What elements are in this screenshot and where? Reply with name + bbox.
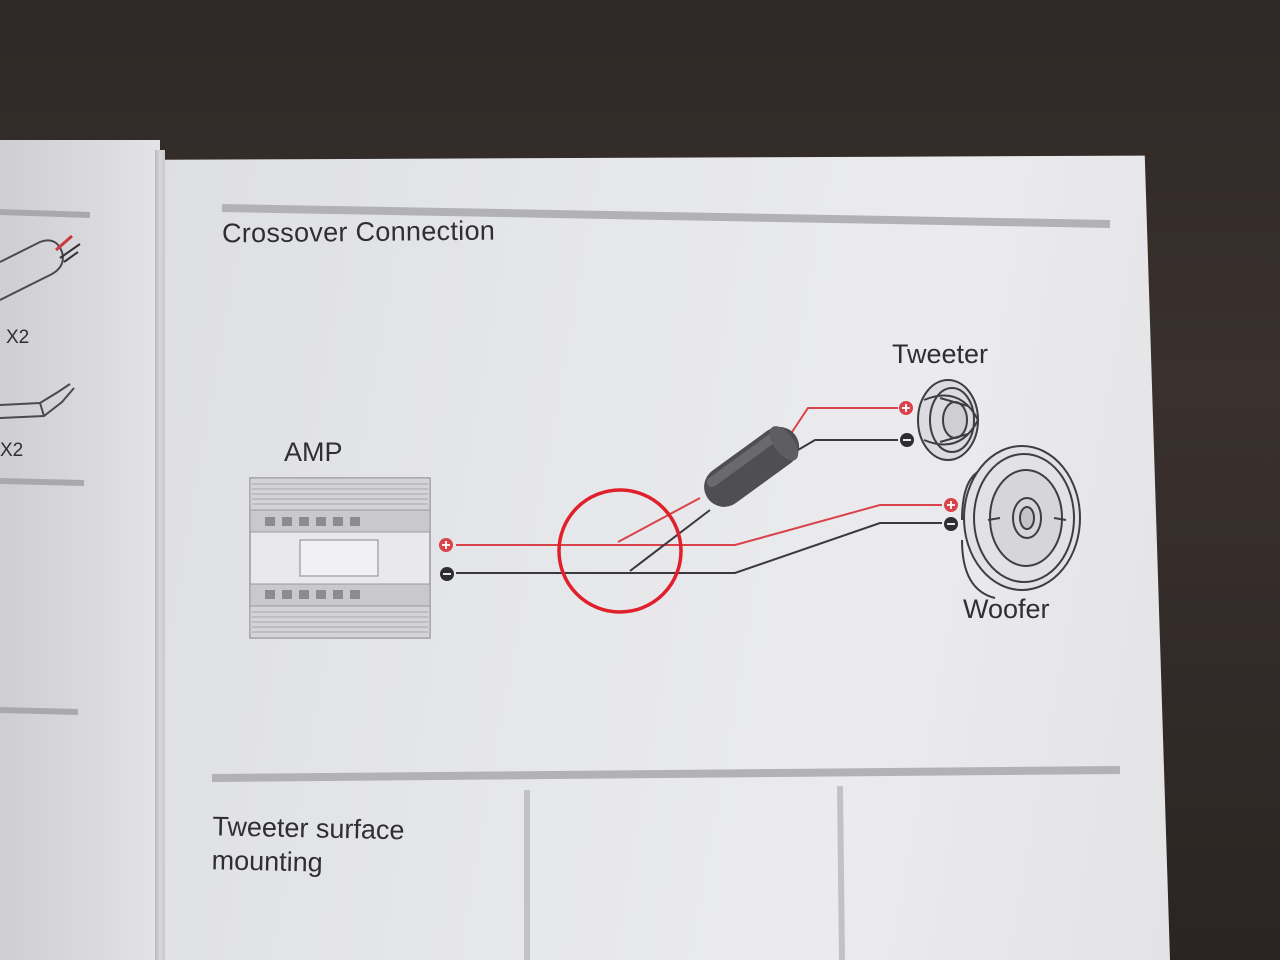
woofer-plus-terminal xyxy=(944,498,958,512)
crossover-filter xyxy=(704,426,800,507)
tweeter-plus-terminal xyxy=(899,401,913,415)
woofer-label: Woofer xyxy=(963,594,1050,624)
section-title: Crossover Connection xyxy=(221,215,496,249)
quantity-label-2: X2 xyxy=(0,440,24,461)
negative-wires xyxy=(456,439,942,574)
top-divider xyxy=(221,204,1111,228)
amp-plus-terminal xyxy=(439,538,453,552)
quantity-label-1: X2 xyxy=(6,327,30,348)
amp-label: AMP xyxy=(284,437,343,467)
grid-line-2 xyxy=(837,785,845,960)
woofer-minus-terminal xyxy=(944,517,958,531)
tweeter-speaker-icon xyxy=(917,379,980,461)
amp-unit xyxy=(249,477,431,639)
tweeter-minus-terminal xyxy=(900,433,914,447)
terminal-clip-icon xyxy=(0,383,75,419)
left-page-rules xyxy=(0,209,91,715)
amp-minus-terminal xyxy=(440,567,454,581)
next-section-title: Tweeter surface mounting xyxy=(211,811,405,878)
woofer-speaker-icon xyxy=(961,445,1081,599)
cable-tube-icon xyxy=(0,234,81,301)
book-spine xyxy=(155,150,165,960)
tweeter-label: Tweeter xyxy=(892,339,989,369)
highlight-circle xyxy=(557,488,683,614)
positive-wires xyxy=(456,407,942,546)
bottom-divider xyxy=(211,766,1121,782)
left-page xyxy=(0,140,160,960)
